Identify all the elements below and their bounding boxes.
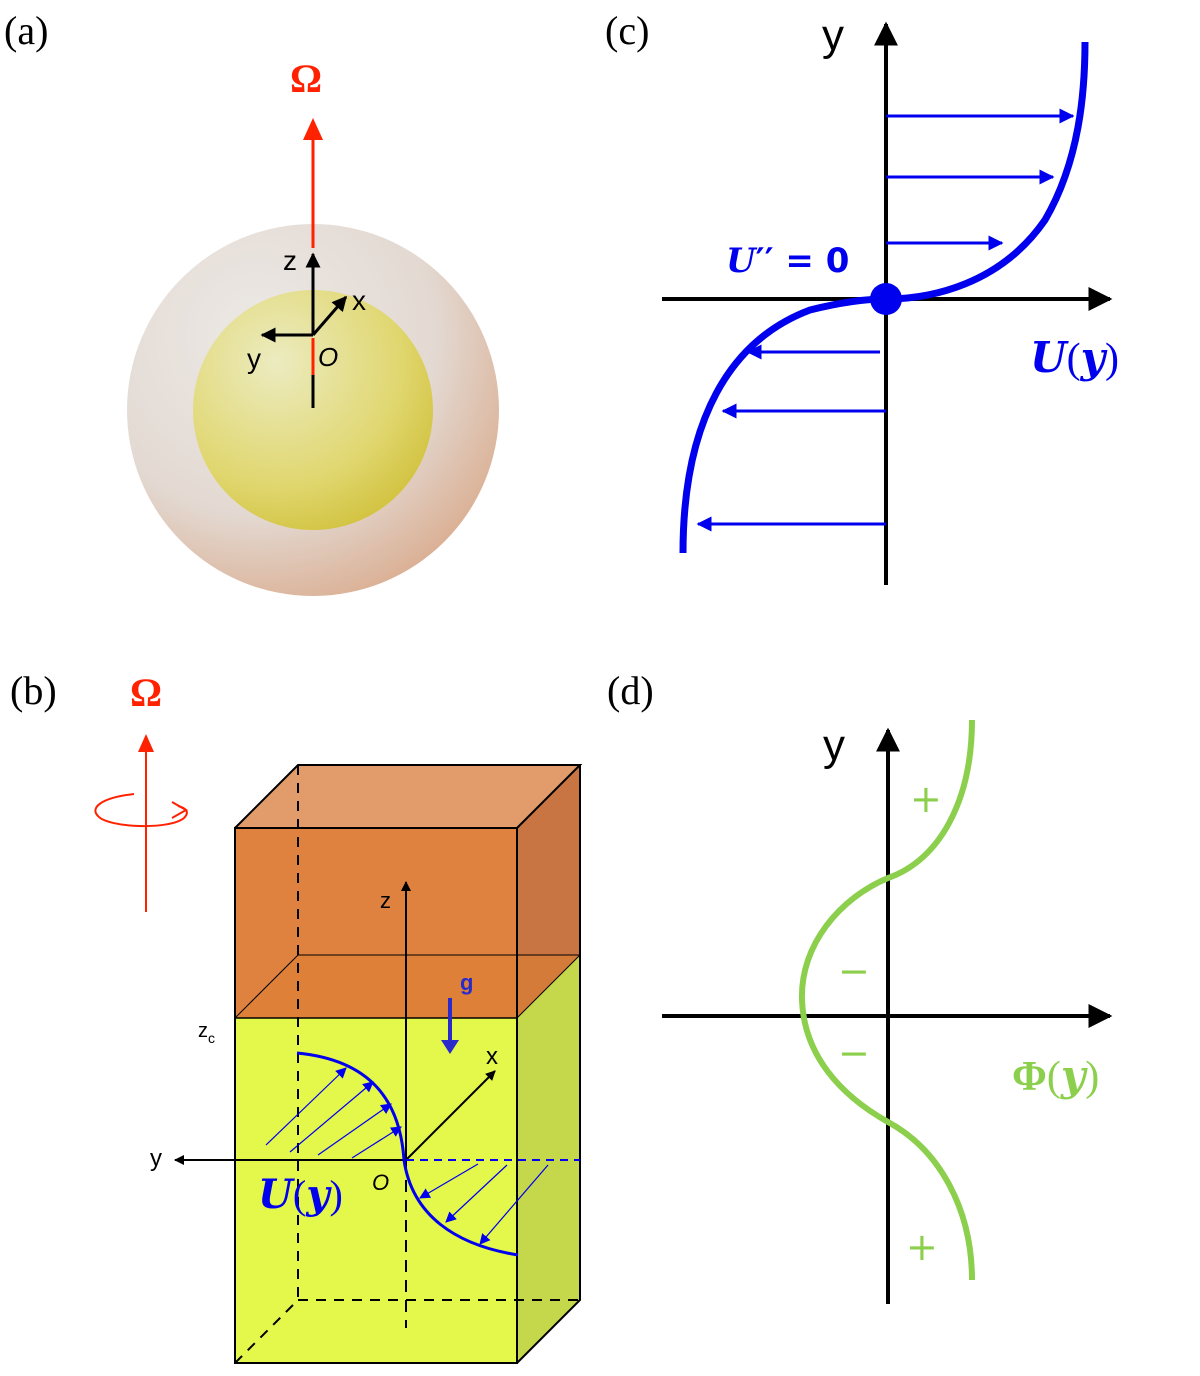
velocity-arrow-b — [265, 1067, 347, 1146]
function-label-d: Φ(y) — [1012, 1051, 1099, 1100]
velocity-arrows-c — [696, 108, 1075, 532]
velocity-arrow-b — [445, 1164, 508, 1223]
eigenfunction-curve — [798, 719, 975, 1281]
omega-symbol-a: Ω — [290, 56, 322, 101]
label-zc: zc — [198, 1020, 215, 1046]
inflection-point — [870, 283, 902, 315]
label-y-d: y — [823, 721, 845, 770]
rotation-circle-arrow — [94, 793, 188, 827]
label-y-b: y — [150, 1145, 162, 1172]
axis-x-a — [311, 295, 348, 336]
hidden-edge-diagonal — [234, 1299, 299, 1364]
panel-c-label: (c) — [605, 8, 649, 53]
panel-a-label: (a) — [4, 8, 48, 53]
rotation-arrowhead — [171, 801, 189, 819]
label-z-b: z — [380, 888, 391, 913]
omega-arrowhead-b — [138, 734, 154, 752]
label-z-a: z — [283, 245, 297, 276]
profile-label-c: U(y) — [1030, 333, 1119, 382]
label-x-b: x — [486, 1043, 498, 1070]
label-y-c: y — [822, 11, 844, 60]
profile-label-b: U(y) — [258, 1171, 343, 1218]
inflection-label: U′′ = 0 — [726, 241, 849, 281]
label-x-a: x — [352, 285, 366, 316]
box-edges — [234, 764, 583, 1364]
axis-x-b — [405, 1070, 496, 1161]
sign-mid-lower: − — [838, 1031, 870, 1075]
sign-bottom: + — [906, 1225, 938, 1269]
label-origin-a: O — [318, 342, 338, 372]
gravity-label: g — [460, 970, 473, 995]
velocity-arrow-b — [317, 1103, 392, 1156]
omega-arrowhead — [303, 118, 323, 140]
upper-layer-top — [235, 765, 580, 828]
label-origin-b: O — [372, 1170, 389, 1195]
panel-d: (d) y + − − + Φ(y) — [607, 668, 1113, 1304]
velocity-arrow-b — [351, 1126, 402, 1159]
velocity-arrow-b — [289, 1081, 374, 1153]
sign-mid-upper: − — [838, 949, 870, 993]
gravity-arrowhead — [441, 1040, 459, 1054]
panel-b-label: (b) — [10, 668, 57, 713]
velocity-profile-b — [296, 1051, 519, 1257]
omega-symbol-b: Ω — [130, 670, 162, 715]
panel-a: (a) Ω z x y O — [4, 8, 499, 596]
panel-c: (c) y U′′ = 0 U(y) — [605, 8, 1119, 585]
lower-layer-front — [235, 1018, 517, 1363]
sign-top: + — [910, 777, 942, 821]
velocity-arrows-b — [265, 1067, 549, 1245]
panel-d-label: (d) — [607, 668, 654, 713]
velocity-arrow-b — [419, 1163, 479, 1199]
interface-plane-overlay — [235, 955, 580, 1018]
velocity-arrow-b — [479, 1164, 549, 1245]
panel-b: (b) Ω — [10, 668, 583, 1364]
inner-core — [193, 290, 433, 530]
label-y-a: y — [247, 343, 261, 374]
